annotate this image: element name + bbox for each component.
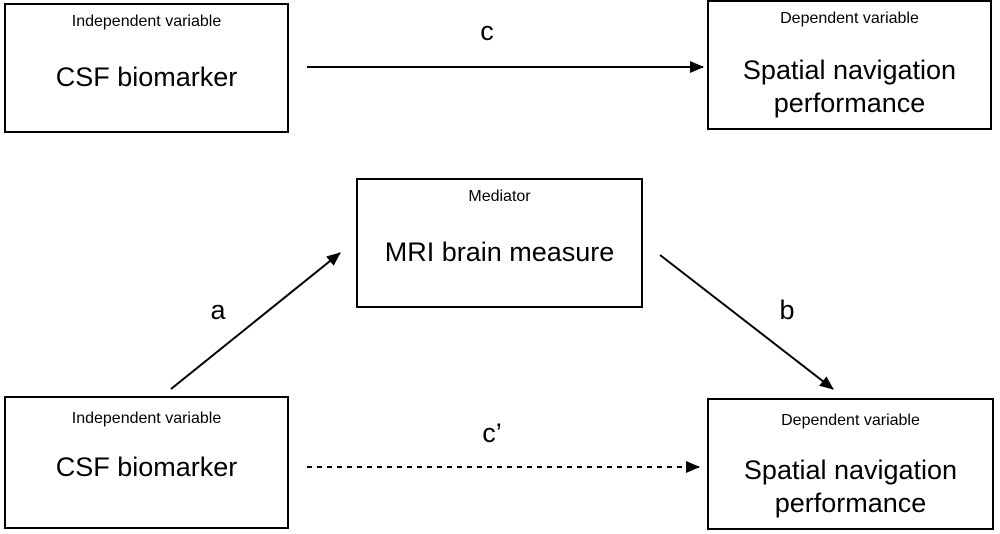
bottom-iv-label: CSF biomarker bbox=[55, 452, 238, 482]
path-b-label: b bbox=[779, 295, 795, 325]
path-a-label: a bbox=[210, 295, 226, 325]
bottom-dependent-variable-box: Dependent variable Spatial navigation pe… bbox=[707, 398, 994, 530]
bottom-dv-role: Dependent variable bbox=[781, 412, 920, 429]
path-c-label: c bbox=[480, 16, 494, 46]
top-iv-label: CSF biomarker bbox=[55, 62, 238, 92]
top-independent-variable-box: Independent variable CSF biomarker bbox=[4, 3, 289, 133]
mediator-role: Mediator bbox=[468, 188, 531, 205]
arrow-b bbox=[659, 254, 834, 390]
arrow-a bbox=[170, 252, 341, 390]
bottom-independent-variable-box: Independent variable CSF biomarker bbox=[4, 396, 289, 529]
top-iv-role: Independent variable bbox=[71, 13, 222, 30]
top-dv-role: Dependent variable bbox=[780, 10, 919, 27]
path-c-prime-label: c’ bbox=[482, 418, 502, 448]
mediator-box: Mediator MRI brain measure bbox=[356, 178, 643, 308]
top-dv-label-line1: Spatial navigation bbox=[742, 55, 957, 85]
mediator-label: MRI brain measure bbox=[384, 237, 615, 267]
bottom-iv-role: Independent variable bbox=[71, 410, 222, 427]
top-dependent-variable-box: Dependent variable Spatial navigation pe… bbox=[707, 0, 992, 130]
top-dv-label-line2: performance bbox=[773, 88, 926, 118]
bottom-dv-label-line1: Spatial navigation bbox=[743, 455, 958, 485]
bottom-dv-label-line2: performance bbox=[774, 488, 927, 518]
